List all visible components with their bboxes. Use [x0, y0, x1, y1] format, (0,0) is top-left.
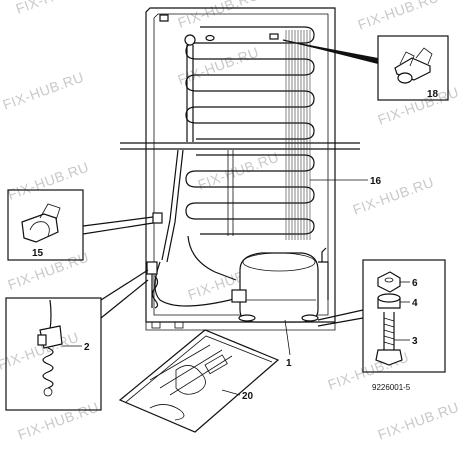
watermark: FIX-HUB.RU: [176, 0, 261, 31]
watermark: FIX-HUB.RU: [376, 399, 461, 443]
clip-mount: [152, 212, 163, 224]
watermark: FIX-HUB.RU: [1, 69, 86, 113]
leader-line-1: [284, 319, 291, 356]
capillary-tube: [154, 34, 241, 307]
callout-20: 20: [242, 391, 254, 402]
watermark: FIX-HUB.RU: [14, 0, 99, 17]
detail-box-18: 18: [282, 35, 449, 101]
watermark: FIX-HUB.RU: [356, 0, 441, 33]
watermark: FIX-HUB.RU: [176, 44, 261, 88]
callout-1: 1: [286, 358, 292, 369]
watermark: FIX-HUB.RU: [6, 159, 91, 203]
detail-box-2: 2: [5, 269, 149, 411]
callout-3: 3: [412, 336, 418, 347]
watermark: FIX-HUB.RU: [16, 399, 101, 443]
drawing-code: 9226001-5: [372, 383, 411, 392]
callout-6: 6: [412, 278, 418, 289]
callout-15: 15: [32, 248, 44, 259]
thermostat-mount: [146, 261, 158, 275]
callout-16: 16: [370, 176, 382, 187]
condenser-coil: [185, 26, 315, 240]
detail-box-15: 15: [7, 189, 154, 261]
watermark: FIX-HUB.RU: [6, 249, 91, 293]
callout-18: 18: [427, 89, 439, 100]
detail-box-feet: 6 4 3: [317, 259, 446, 373]
callout-2: 2: [84, 342, 90, 353]
callout-4: 4: [412, 298, 418, 309]
manual-booklet: 20: [118, 329, 280, 433]
compressor: [231, 247, 329, 323]
